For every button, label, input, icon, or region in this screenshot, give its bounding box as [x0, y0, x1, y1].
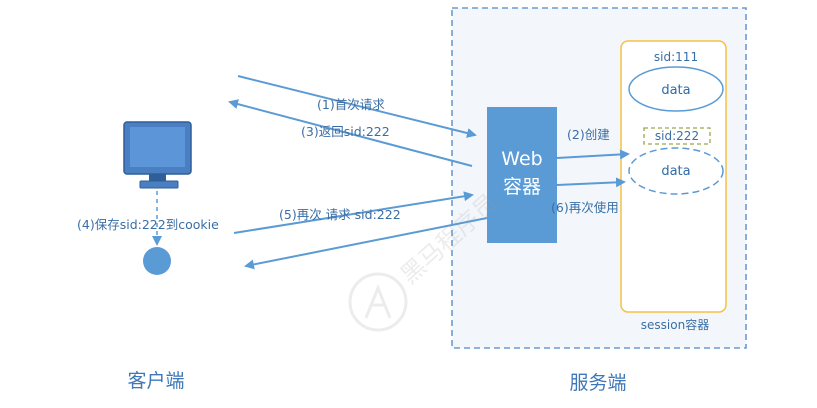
step-2-label: (2)创建 [567, 127, 610, 142]
client-label: 客户端 [127, 370, 184, 392]
arrow-1-request [237, 75, 477, 138]
sid-222-box [643, 127, 711, 145]
step-4-label: (4)保存sid:222到cookie [77, 217, 219, 232]
server-label: 服务端 [569, 372, 626, 394]
step-5-label: (5)再次 请求 sid:222 [279, 207, 401, 222]
arrow-5-request [233, 191, 474, 234]
arrow-6-reuse [556, 177, 626, 188]
sid-111-label: sid:111 [654, 50, 698, 64]
data-2-label: data [661, 164, 690, 179]
computer-icon [123, 121, 192, 189]
cookie-icon [143, 247, 171, 275]
web-container [487, 107, 557, 243]
arrow-2-create [556, 149, 630, 160]
step-3-label: (3)返回sid:222 [301, 124, 390, 139]
step-1-label: (1)首次请求 [317, 97, 385, 112]
web-container-label-1: Web [501, 148, 542, 170]
session-data-1 [628, 66, 724, 112]
session-container-label: session容器 [641, 317, 709, 332]
step-6-label: (6)再次使用 [551, 200, 619, 215]
data-1-label: data [661, 83, 690, 98]
sid-222-label: sid:222 [655, 129, 699, 143]
arrow-3-return [228, 99, 473, 167]
arrow-response [244, 217, 488, 270]
web-container-label-2: 容器 [503, 176, 541, 198]
session-data-2 [628, 147, 724, 195]
